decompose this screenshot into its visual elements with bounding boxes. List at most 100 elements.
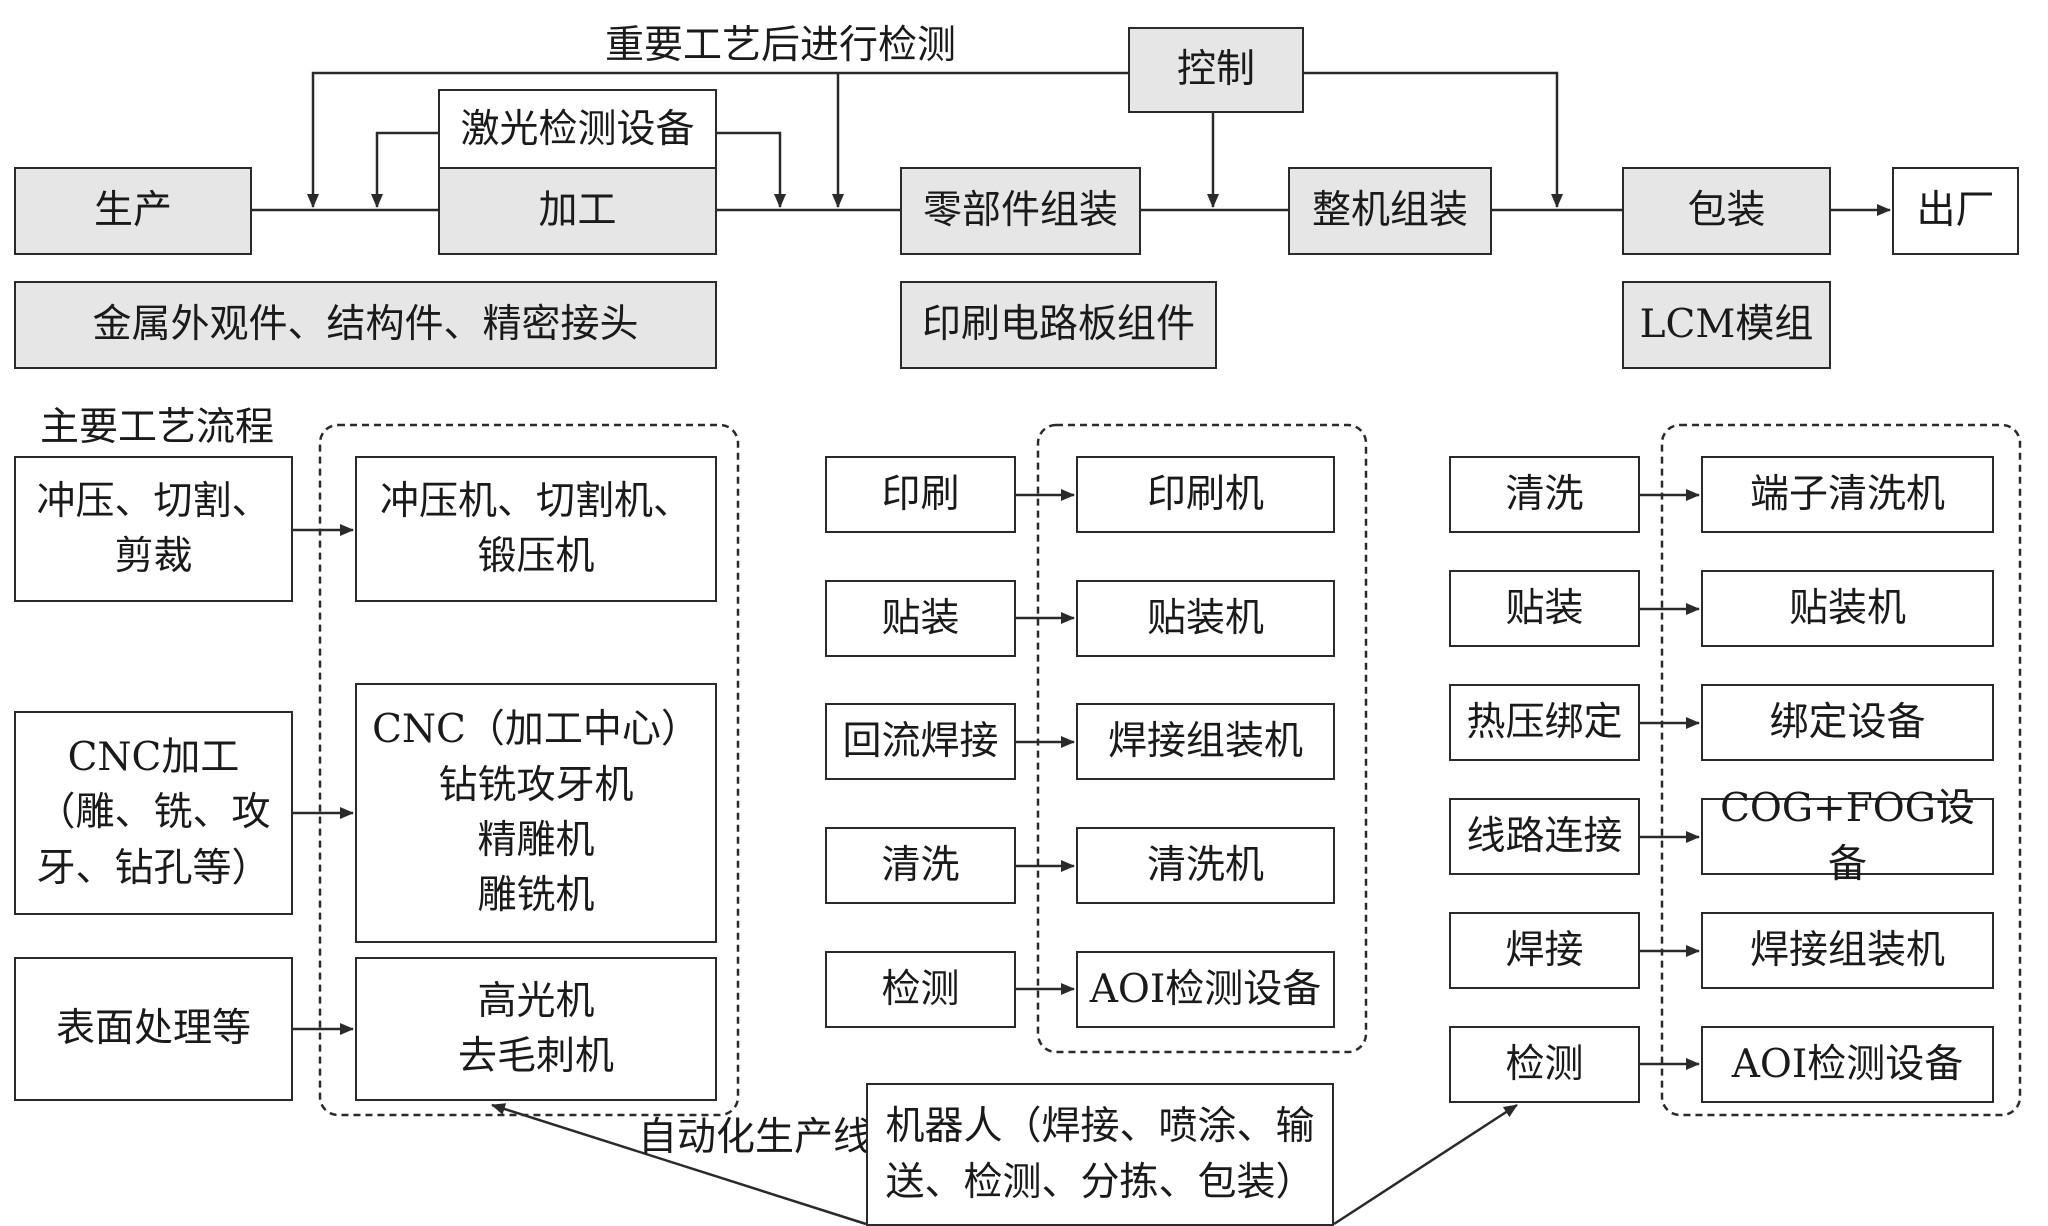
robot-box: 机器人（焊接、喷涂、输 送、检测、分拣、包装） (866, 1083, 1334, 1226)
process-label: 清洗 (1505, 471, 1584, 517)
process-line: 牙、钻孔等） (36, 845, 271, 891)
equipment-line: 雕铣机 (477, 873, 595, 919)
process-label: 贴装 (1505, 585, 1584, 631)
lcm-process-4: 线路连接 (1449, 798, 1640, 875)
control-box: 控制 (1128, 27, 1304, 113)
lcm-equipment-1: 端子清洗机 (1701, 456, 1994, 533)
lcm-equipment-6: AOI检测设备 (1701, 1026, 1994, 1103)
equipment-line: 精雕机 (477, 818, 595, 863)
equipment-label: 焊接组装机 (1107, 718, 1303, 764)
inspection-feedback-line (307, 71, 1128, 208)
pcb-process-5: 检测 (825, 951, 1016, 1028)
equipment-label: 清洗机 (1146, 842, 1264, 888)
machining-equipment-group (318, 423, 740, 1117)
packaging-box: 包装 (1622, 167, 1831, 255)
process-label: 检测 (881, 966, 960, 1012)
equipment-label: 贴装机 (1788, 585, 1906, 631)
equipment-label: AOI检测设备 (1731, 1041, 1964, 1087)
lcm-module-box: LCM模组 (1622, 281, 1831, 369)
lcm-equipment-5: 焊接组装机 (1701, 912, 1994, 989)
robot-line: 机器人（焊接、喷涂、输 (885, 1104, 1315, 1150)
lcm-process-5: 焊接 (1449, 912, 1640, 989)
laser-left-arrow (371, 131, 438, 208)
lcm-process-6: 检测 (1449, 1026, 1640, 1103)
equipment-label: 印刷机 (1146, 471, 1264, 517)
equipment-line: CNC（加工中心） (372, 707, 700, 753)
laser-right-arrow (717, 131, 786, 208)
pcb-equipment-3: 焊接组装机 (1076, 703, 1335, 780)
automation-right-arrow (1333, 1103, 1518, 1226)
process-label: 贴装 (881, 595, 960, 641)
equipment-label: AOI检测设备 (1089, 966, 1322, 1012)
lcm-equipment-group (1660, 423, 2022, 1117)
process-label: 回流焊接 (842, 718, 999, 764)
laser-inspection-box: 激光检测设备 (438, 89, 717, 170)
pcb-assembly-box: 印刷电路板组件 (900, 281, 1217, 369)
equipment-line: 高光机 (477, 978, 595, 1024)
process-label: 线路连接 (1466, 813, 1623, 859)
control-label: 控制 (1176, 47, 1255, 93)
equipment-line: 去毛刺机 (457, 1034, 614, 1079)
pcb-equipment-1: 印刷机 (1076, 456, 1335, 533)
equipment-label: COG+FOG设备 (1720, 786, 1975, 887)
equipment-label: 绑定设备 (1769, 699, 1926, 745)
shipping-box: 出厂 (1892, 167, 2019, 255)
main-process-label: 主要工艺流程 (40, 405, 275, 450)
lcm-process-2: 贴装 (1449, 570, 1640, 647)
machining-equipment-2: CNC（加工中心） 钻铣攻牙机 精雕机 雕铣机 (355, 683, 717, 943)
machining-equipment-3: 高光机 去毛刺机 (355, 957, 717, 1101)
machining-box: 加工 (438, 167, 717, 255)
lcm-equipment-3: 绑定设备 (1701, 684, 1994, 761)
process-label: 印刷 (881, 471, 960, 517)
pcb-equipment-2: 贴装机 (1076, 580, 1335, 657)
packaging-label: 包装 (1687, 188, 1766, 234)
pcb-equipment-group (1036, 423, 1368, 1054)
machining-process-3: 表面处理等 (14, 957, 293, 1101)
process-label: 热压绑定 (1466, 699, 1623, 745)
lcm-process-1: 清洗 (1449, 456, 1640, 533)
pcb-process-2: 贴装 (825, 580, 1016, 657)
equipment-label: 贴装机 (1146, 595, 1264, 641)
lcm-module-label: LCM模组 (1639, 302, 1814, 348)
full-assembly-box: 整机组装 (1288, 167, 1492, 255)
machining-process-1: 冲压、切割、 剪裁 (14, 456, 293, 602)
automation-left-arrow (491, 1103, 867, 1226)
machining-label: 加工 (538, 188, 617, 234)
pcb-assembly-label: 印刷电路板组件 (921, 302, 1195, 348)
lcm-equipment-2: 贴装机 (1701, 570, 1994, 647)
machining-equipment-1: 冲压机、切割机、 锻压机 (355, 456, 717, 602)
process-line: 冲压、切割、 (36, 478, 271, 524)
lcm-equipment-4: COG+FOG设备 (1701, 786, 1994, 887)
process-label: 检测 (1505, 1041, 1584, 1087)
process-line: CNC加工 (67, 734, 240, 780)
automation-line-label: 自动化生产线 (638, 1115, 873, 1160)
control-packaging-arrow (1304, 71, 1563, 208)
pcb-process-1: 印刷 (825, 456, 1016, 533)
pcb-process-3: 回流焊接 (825, 703, 1016, 780)
shipping-label: 出厂 (1916, 188, 1995, 234)
metal-parts-box: 金属外观件、结构件、精密接头 (14, 281, 717, 369)
laser-inspection-label: 激光检测设备 (460, 106, 695, 152)
process-line: 表面处理等 (55, 1006, 251, 1052)
pcb-equipment-5: AOI检测设备 (1076, 951, 1335, 1028)
equipment-line: 冲压机、切割机、 (379, 478, 692, 524)
full-assembly-label: 整机组装 (1311, 188, 1468, 234)
process-label: 清洗 (881, 842, 960, 888)
parts-assembly-box: 零部件组装 (900, 167, 1141, 255)
robot-line: 送、检测、分拣、包装） (885, 1159, 1315, 1205)
process-label: 焊接 (1505, 927, 1584, 973)
parts-assembly-label: 零部件组装 (922, 188, 1118, 234)
machining-process-2: CNC加工 （雕、铣、攻 牙、钻孔等） (14, 711, 293, 915)
equipment-line: 钻铣攻牙机 (438, 762, 634, 808)
inspection-label: 重要工艺后进行检测 (605, 23, 957, 68)
production-label: 生产 (93, 188, 172, 234)
equipment-label: 焊接组装机 (1749, 927, 1945, 973)
lcm-process-3: 热压绑定 (1449, 684, 1640, 761)
equipment-line: 锻压机 (477, 534, 595, 579)
pcb-equipment-4: 清洗机 (1076, 827, 1335, 904)
production-box: 生产 (14, 167, 252, 255)
process-line: 剪裁 (114, 534, 193, 579)
metal-parts-label: 金属外观件、结构件、精密接头 (92, 302, 639, 348)
